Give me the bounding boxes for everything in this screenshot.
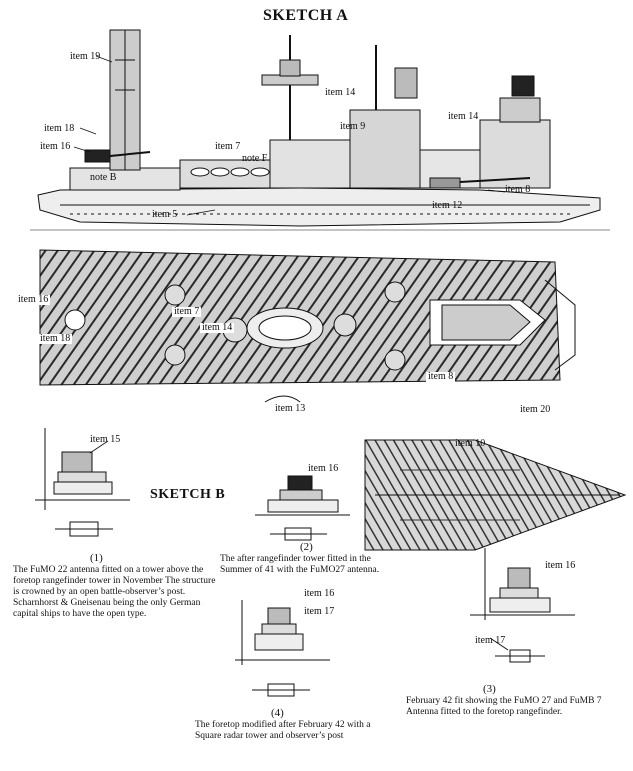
label-item-7: item 7 (215, 141, 241, 152)
label-item-5: item 5 (152, 209, 178, 220)
caption-3-number: (3) (483, 683, 496, 695)
label-item-9: item 9 (340, 121, 366, 132)
label-note-b: note B (90, 172, 117, 183)
label-note-f: note F (242, 153, 268, 164)
caption-4-text: The foretop modified after February 42 w… (195, 720, 371, 741)
plan-label-item-20: item 20 (520, 404, 551, 415)
ship-plan-drawing (39, 249, 576, 403)
label-item-17-detail-3: item 17 (475, 635, 506, 646)
caption-1-number: (1) (90, 552, 103, 564)
ship-profile-drawing (30, 29, 610, 231)
sketch-a-title: SKETCH A (263, 7, 349, 24)
caption-2-number: (2) (300, 541, 313, 553)
label-item-16-detail-4: item 16 (304, 588, 335, 599)
caption-3-text: February 42 fit showing the FuMO 27 and … (406, 696, 602, 717)
detail-4-drawing (235, 600, 330, 697)
label-item-12: item 12 (432, 200, 463, 211)
label-item-8: item 8 (505, 184, 531, 195)
label-item-16-detail-2: item 16 (308, 463, 339, 474)
label-item-14-b: item 14 (448, 111, 479, 122)
sketch-b-title: SKETCH B (150, 487, 226, 502)
leader-lines (73, 55, 506, 454)
label-item-16-detail-3: item 16 (545, 560, 576, 571)
caption-4-number: (4) (271, 707, 284, 719)
label-item-10: item 10 (455, 438, 486, 449)
label-item-19: item 19 (70, 51, 101, 62)
detail-3-drawing (470, 548, 575, 663)
plan-label-item-14: item 14 (200, 322, 235, 333)
bow-plan-drawing (364, 439, 627, 551)
label-item-18: item 18 (44, 123, 75, 134)
plan-label-item-8: item 8 (426, 371, 456, 382)
caption-2-text: The after rangefinder tower fitted in th… (220, 554, 380, 575)
plan-label-item-18: item 18 (38, 333, 73, 344)
plan-label-item-16: item 16 (16, 294, 51, 305)
detail-1-drawing (35, 428, 130, 537)
detail-2-drawing (255, 475, 350, 541)
plan-label-item-7: item 7 (172, 306, 202, 317)
label-item-17-detail-4: item 17 (304, 606, 335, 617)
label-item-14-a: item 14 (325, 87, 356, 98)
label-item-16: item 16 (40, 141, 71, 152)
label-item-15: item 15 (90, 434, 121, 445)
plan-label-item-13: item 13 (275, 403, 306, 414)
caption-1-text: The FuMO 22 antenna fitted on a tower ab… (13, 565, 216, 619)
